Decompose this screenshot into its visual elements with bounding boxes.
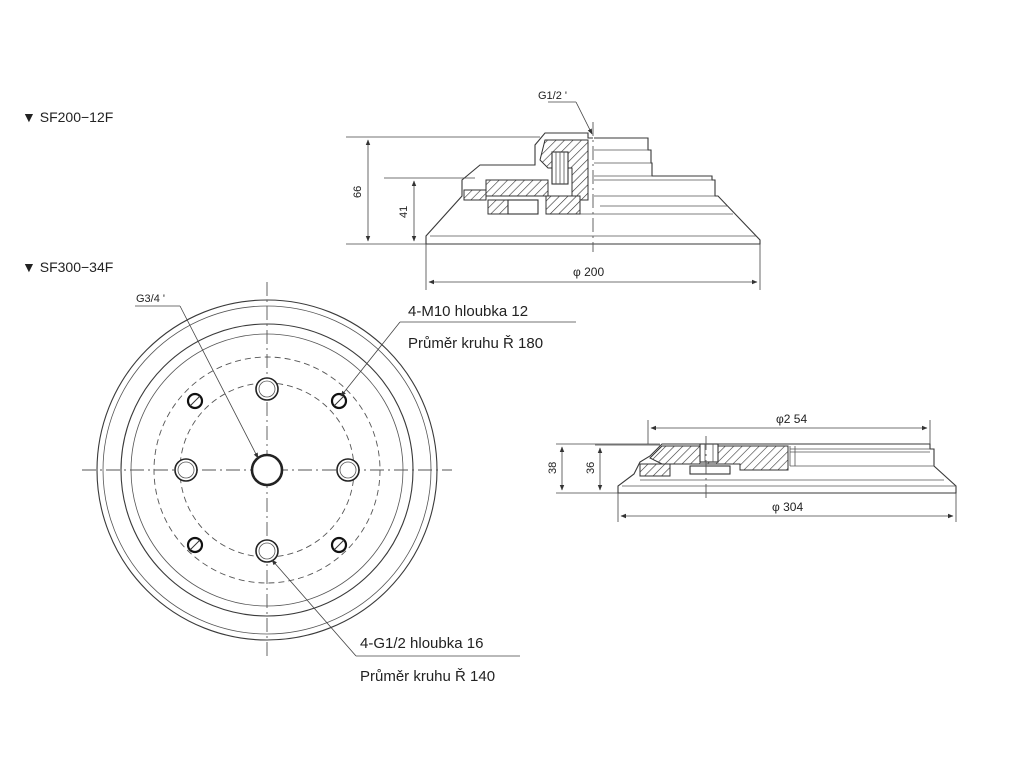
sf200-hatched-plate: [485, 179, 549, 197]
m10-hole-group: [186, 392, 348, 554]
sf200-title: ▼ SF200−12F: [22, 109, 113, 125]
g12-circle-label: Průměr kruhu Ř 140: [360, 668, 495, 685]
sf200-port-label: G1/2 ': [538, 90, 567, 102]
sf300-height-body: 36: [585, 462, 597, 474]
m10-circle-label: Průměr kruhu Ř 180: [408, 335, 543, 352]
sf300-screw: [699, 443, 719, 463]
sf300-port-label: G3/4 ': [136, 293, 165, 305]
sf300-bottom-diameter-label: φ 304: [772, 500, 803, 514]
g12-hole-group: [174, 377, 360, 563]
sf200-diameter-label: φ 200: [573, 265, 604, 279]
sf300-hatched-body: [649, 445, 789, 471]
sf300-title: ▼ SF300−34F: [22, 259, 113, 275]
sf300-side-view: 38 36 φ2 54 φ 304: [547, 412, 957, 522]
m10-holes-label: 4-M10 hloubka 12: [408, 303, 528, 320]
sf200-height-total: 66: [352, 186, 364, 198]
sf200-side-view: G1/2 ' 66 41 φ 200: [346, 90, 761, 290]
sf200-height-body: 41: [398, 206, 410, 218]
g12-holes-label: 4-G1/2 hloubka 16: [360, 635, 483, 652]
center-port-hole: [250, 453, 284, 487]
sf300-top-diameter-label: φ2 54: [776, 412, 807, 426]
sf300-top-view: G3/4 ' 4-M10 hloubka 12 Průměr kruhu Ř 1…: [82, 282, 576, 685]
sf300-height-total: 38: [547, 462, 559, 474]
